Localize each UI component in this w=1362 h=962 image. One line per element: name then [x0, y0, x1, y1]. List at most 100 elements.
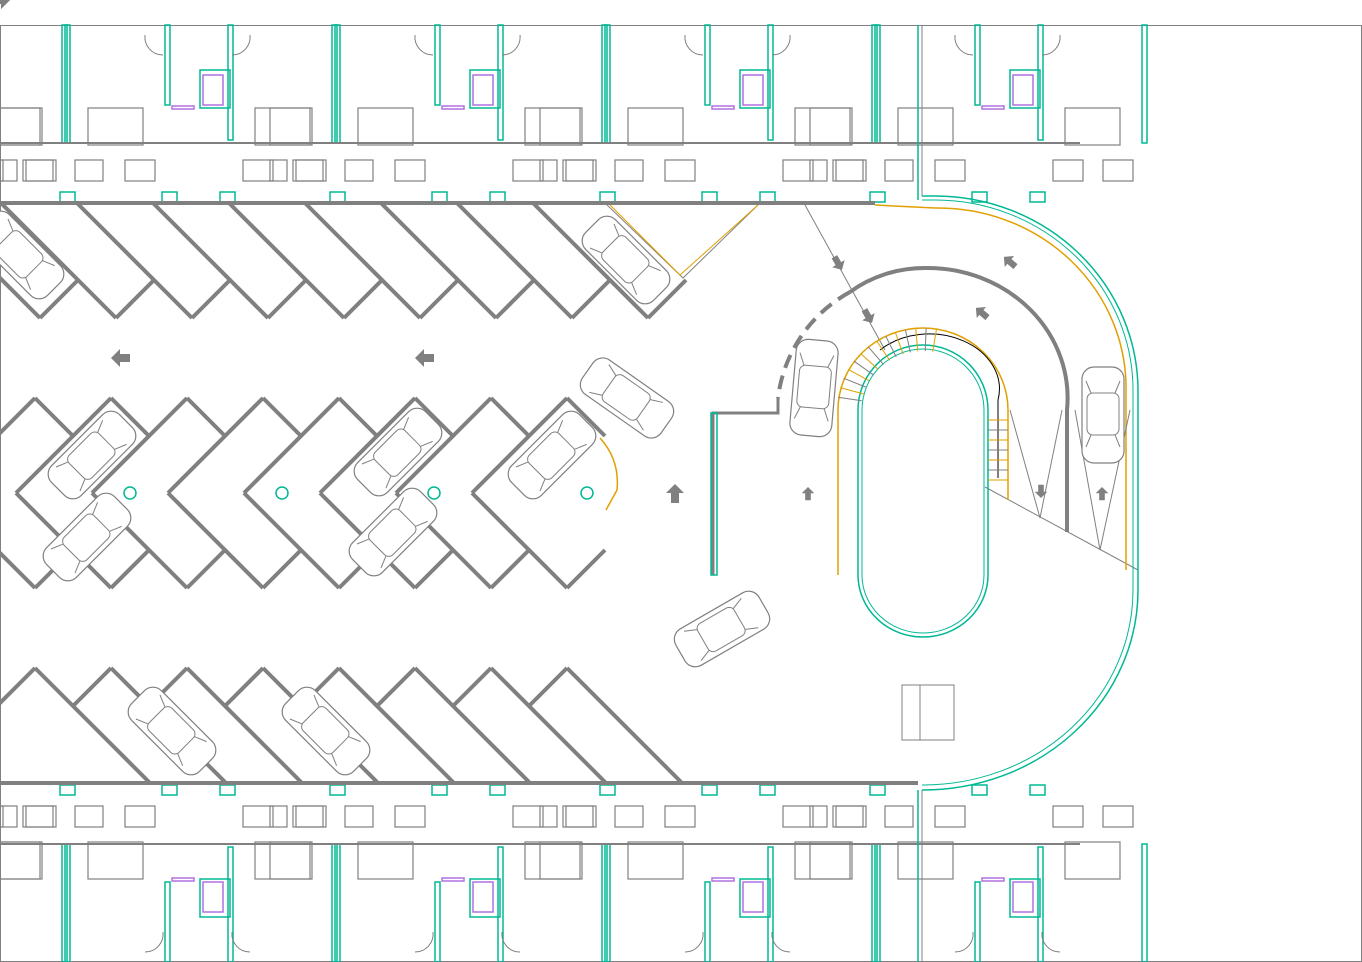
wall-pier: [599, 784, 616, 796]
stall-line: [318, 396, 417, 495]
counter: [292, 159, 324, 182]
car-rear: [745, 627, 759, 630]
car-body: [1081, 366, 1125, 464]
stair-direction-arrow: [879, 333, 1000, 478]
counter: [512, 159, 544, 182]
stall-end: [413, 548, 455, 590]
ramp-outer-curb: [874, 204, 1127, 570]
arrow-shape: [1003, 255, 1018, 270]
car-rear: [557, 420, 564, 433]
counter: [934, 805, 966, 828]
partition-wall: [767, 846, 774, 962]
room-fixture: [0, 107, 43, 146]
car-icon: [673, 590, 771, 668]
stair-step: [860, 353, 879, 370]
room-fixture: [357, 841, 414, 880]
car-rear: [574, 443, 587, 450]
partition-wall: [164, 881, 171, 962]
stair-step: [894, 332, 904, 355]
counter: [782, 805, 814, 828]
wall-pier: [701, 784, 718, 796]
car-rear: [97, 420, 104, 433]
counter: [782, 159, 814, 182]
room-fixture: [897, 841, 954, 880]
stall-end: [570, 278, 612, 320]
car-cabin: [0, 230, 44, 279]
wall-pier: [431, 784, 448, 796]
stall-line: [0, 396, 37, 436]
stair-step: [843, 377, 867, 388]
car-rear: [109, 525, 122, 532]
columns: [123, 486, 594, 500]
room-fixture: [539, 107, 583, 146]
car-icon: [281, 686, 371, 776]
stall-end: [223, 666, 265, 708]
counter: [614, 159, 644, 182]
counter: [0, 159, 4, 182]
stall-end: [494, 278, 536, 320]
ramp-inner-island-2: [861, 348, 985, 634]
partition-wall: [974, 881, 981, 962]
car-rear: [650, 399, 664, 403]
door-fixture: [981, 105, 1005, 110]
wall-pier: [869, 191, 886, 203]
car-rear: [42, 260, 55, 267]
stall-end: [646, 278, 688, 320]
stall-end: [489, 548, 531, 590]
car-rear: [420, 440, 433, 447]
car-rear: [25, 277, 32, 290]
stall-end: [451, 666, 493, 708]
car-windshield: [380, 555, 387, 569]
counter: [0, 805, 18, 828]
room-fixture: [0, 841, 43, 880]
room-fixture: [794, 107, 851, 146]
room-fixture: [87, 841, 144, 880]
stall-line: [0, 275, 42, 320]
counter: [242, 805, 274, 828]
car-cabin: [368, 508, 417, 557]
door-swing-icon: [771, 34, 791, 56]
drive-arrow-icon: [415, 349, 434, 367]
car-windshield: [539, 478, 546, 492]
wall-pier: [489, 784, 506, 796]
stall-end: [565, 548, 607, 590]
counter: [295, 159, 327, 182]
car-icon: [789, 338, 839, 438]
counter: [0, 159, 18, 182]
counter: [124, 805, 156, 828]
counter: [22, 159, 54, 182]
door-swing-icon: [684, 931, 704, 953]
counter: [934, 159, 966, 182]
drive-arrows: [0, 0, 1109, 503]
stall-end: [114, 278, 156, 320]
counter: [242, 159, 274, 182]
arrow-shape: [415, 349, 434, 367]
room-fixture: [269, 107, 313, 146]
counter: [1052, 159, 1084, 182]
counter: [25, 805, 57, 828]
partition-wall: [434, 24, 441, 106]
ramp-outer-wall: [921, 195, 1139, 791]
room-fixture: [809, 107, 853, 146]
wall-pier: [329, 191, 346, 203]
room-fixture: [524, 841, 581, 880]
car-rear: [1114, 434, 1121, 448]
partition-wall: [227, 24, 234, 141]
car-body: [579, 357, 675, 439]
stall-line: [185, 666, 304, 785]
counter: [0, 805, 4, 828]
stall-end: [0, 666, 37, 706]
car-icon: [127, 686, 217, 776]
wall-pier: [869, 784, 886, 796]
stall-line: [470, 396, 569, 495]
car-windshield: [159, 694, 166, 708]
counter: [295, 805, 327, 828]
car-windshield: [589, 247, 603, 254]
counter: [835, 159, 867, 182]
stall-end: [527, 666, 569, 708]
ramp-outer-wall-inner: [921, 199, 1134, 786]
stall-end: [190, 278, 232, 320]
stall-line: [455, 201, 574, 320]
shaft: [199, 69, 231, 109]
car-windshield: [1085, 380, 1092, 394]
